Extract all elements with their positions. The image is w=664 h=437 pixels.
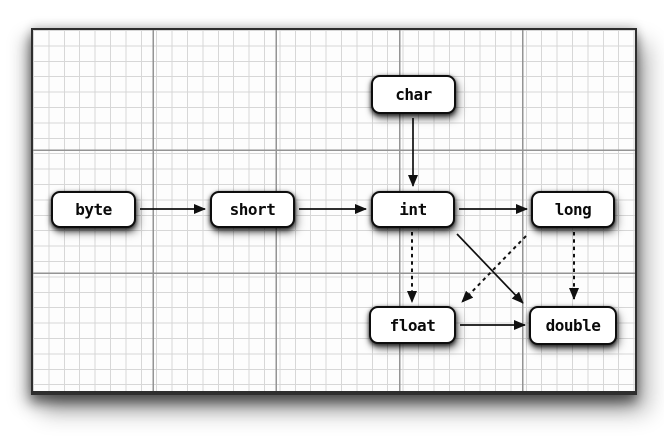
node-label-byte: byte [75, 200, 112, 219]
node-label-double: double [545, 316, 601, 335]
node-short: short [210, 191, 295, 228]
node-label-char: char [395, 85, 432, 104]
node-label-float: float [389, 315, 436, 335]
node-label-short: short [229, 200, 276, 219]
node-label-int: int [399, 200, 427, 219]
node-byte: byte [51, 191, 136, 228]
node-long: long [531, 191, 615, 228]
node-label-long: long [554, 200, 592, 219]
node-double: double [529, 306, 617, 345]
node-float: float [369, 306, 456, 344]
node-int: int [371, 191, 455, 228]
node-char: char [371, 75, 456, 114]
